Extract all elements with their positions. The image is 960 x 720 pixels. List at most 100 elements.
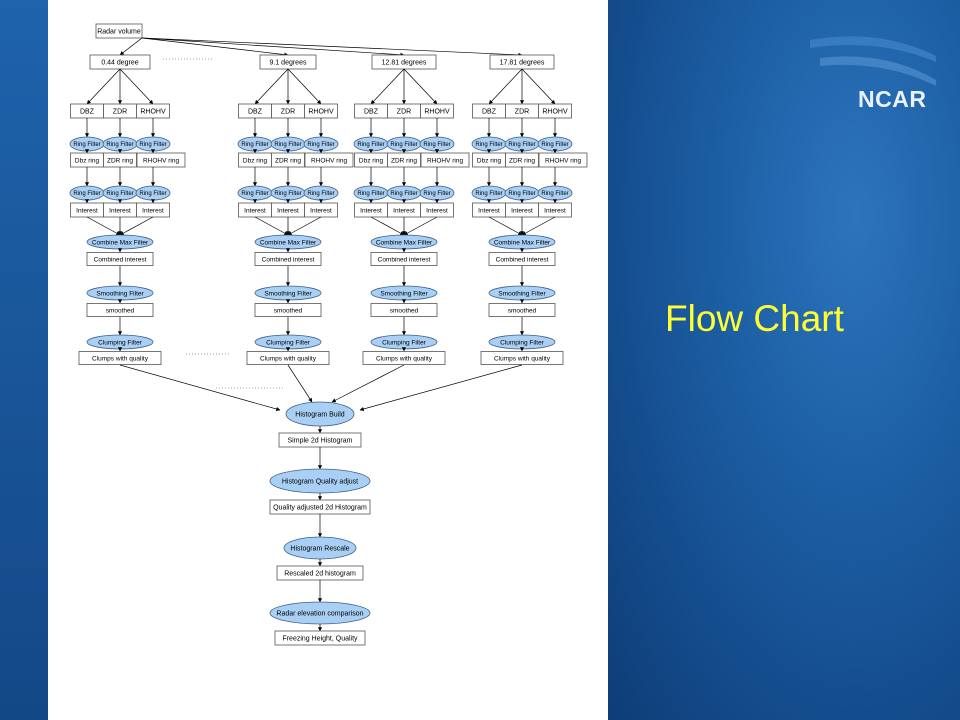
elev-1-smoothed-node-label: smoothed	[274, 307, 303, 314]
elev-0-smoothed-node-label: smoothed	[106, 307, 135, 314]
elev-3-smoothed-node-label: smoothed	[508, 307, 537, 314]
elev-2-clumps-node-label: Clumps with quality	[376, 355, 433, 362]
elev-1-elevation-node-label: 9.1 degrees	[270, 59, 307, 66]
tail-1-output-label: Quality adjusted 2d Histogram	[273, 504, 367, 511]
elev-2-field-0-node-label: DBZ	[364, 108, 379, 115]
edge-clumps-1-histogram	[287, 364, 313, 403]
elev-0-field-2-ring-output-label: RHOHV ring	[143, 157, 180, 164]
elev-0-field-1-ring-output-label: ZDR ring	[107, 157, 133, 164]
elev-2-edge-root	[141, 37, 405, 57]
elev-1-field-1-ring-output-label: ZDR ring	[275, 157, 301, 164]
elev-2-field-2-ring-filter-2-label: Ring Filter	[423, 191, 450, 197]
elev-1-combine-filter-label: Combine Max Filter	[260, 239, 317, 246]
elev-1-field-0-edge-elev	[254, 68, 289, 105]
elev-1-edge-root	[141, 37, 289, 57]
tail-1-process-label: Histogram Quality adjust	[282, 478, 358, 485]
elev-2-field-2-edge-combine	[403, 216, 438, 236]
elev-0-clumps-node-label: Clumps with quality	[92, 355, 149, 362]
elev-0-smoothed-node	[86, 303, 154, 317]
elev-3-field-1-ring-filter-2-label: Ring Filter	[508, 191, 535, 197]
elev-3-field-0-ring-filter-1-label: Ring Filter	[475, 142, 502, 148]
elev-2-field-2-node-label: RHOHV	[424, 108, 450, 115]
tail-0-output-label: Simple 2d Histogram	[288, 437, 353, 444]
elev-3-field-1-node-label: ZDR	[515, 108, 529, 115]
elev-1-field-0-ring-output-label: Dbz ring	[243, 157, 268, 164]
elev-2-combined-interest-node	[370, 252, 438, 266]
elev-2-field-0-ring-filter-2-label: Ring Filter	[357, 191, 384, 197]
edge-clumps-3-histogram	[359, 364, 523, 412]
elev-1-field-0-ring-filter-2-label: Ring Filter	[241, 191, 268, 197]
elev-1-smoothed-node	[254, 303, 322, 317]
ncar-logo: NCAR	[858, 86, 927, 112]
elev-1-field-1-interest-node-label: Interest	[277, 207, 299, 214]
elev-1-clumps-node-label: Clumps with quality	[260, 355, 317, 362]
elev-2-smoothed-node-label: smoothed	[390, 307, 419, 314]
elev-0-combine-filter-label: Combine Max Filter	[92, 239, 149, 246]
elev-3-clumping-filter-label: Clumping Filter	[500, 339, 545, 346]
elev-0-combined-interest-node	[86, 252, 154, 266]
elev-1-field-0-ring-filter-1-label: Ring Filter	[241, 142, 268, 148]
elev-3-combined-interest-node	[488, 252, 556, 266]
elev-1-field-1-node-label: ZDR	[281, 108, 295, 115]
elev-1-field-2-ring-filter-2-label: Ring Filter	[307, 191, 334, 197]
elev-2-elevation-node-label: 12.81 degrees	[382, 59, 427, 66]
elev-2-field-1-ring-filter-2-label: Ring Filter	[390, 191, 417, 197]
elev-0-edge-root	[119, 37, 143, 56]
elev-1-combined-interest-node	[254, 252, 322, 266]
elev-1-field-2-ring-output-label: RHOHV ring	[311, 157, 348, 164]
elev-2-smoothing-filter-label: Smoothing Filter	[380, 290, 428, 297]
elev-3-field-2-edge-elev	[521, 68, 556, 105]
elev-1-field-1-ring-filter-1-label: Ring Filter	[274, 142, 301, 148]
elev-1-field-2-interest-node-label: Interest	[310, 207, 332, 214]
elev-3-combined-interest-node-label: Combined interest	[496, 256, 549, 263]
elev-3-field-1-ring-output-label: ZDR ring	[509, 157, 535, 164]
tail-2-process-label: Histogram Rescale	[290, 545, 349, 552]
elev-0-field-0-ring-filter-2-label: Ring Filter	[73, 191, 100, 197]
elev-3-field-0-node-label: DBZ	[482, 108, 497, 115]
elev-3-field-1-ring-filter-1-label: Ring Filter	[508, 142, 535, 148]
elev-0-field-2-edge-combine	[119, 216, 154, 236]
elev-1-clumps-node	[246, 351, 330, 365]
elev-1-field-2-node-label: RHOHV	[308, 108, 334, 115]
elev-3-field-0-interest-node-label: Interest	[478, 207, 500, 214]
elev-0-clumping-filter-label: Clumping Filter	[98, 339, 143, 346]
elev-3-field-2-ring-output	[538, 152, 588, 168]
elev-1-smoothing-filter-label: Smoothing Filter	[264, 290, 312, 297]
elev-1-field-2-edge-combine	[287, 216, 322, 236]
tail-2-output-label: Rescaled 2d histogram	[284, 570, 356, 577]
radar-volume-node-label: Radar volume	[97, 28, 141, 35]
elev-3-field-2-ring-filter-2-label: Ring Filter	[541, 191, 568, 197]
elev-0-field-1-node-label: ZDR	[113, 108, 127, 115]
elev-3-smoothed-node	[488, 303, 556, 317]
tail-3-process-label: Radar elevation comparison	[276, 610, 363, 617]
edge-clumps-0-histogram	[119, 364, 281, 411]
elev-3-field-2-ring-filter-1-label: Ring Filter	[541, 142, 568, 148]
elev-0-field-0-edge-combine	[86, 216, 121, 236]
elev-0-field-0-interest-node-label: Interest	[76, 207, 98, 214]
elev-0-elevation-node-label: 0.44 degree	[101, 59, 138, 66]
slide-background	[608, 0, 960, 720]
elev-1-field-0-node-label: DBZ	[248, 108, 263, 115]
elev-3-clumps-node	[480, 351, 564, 365]
elev-2-field-2-interest-node-label: Interest	[426, 207, 448, 214]
elev-0-field-2-ring-filter-1-label: Ring Filter	[139, 142, 166, 148]
elev-0-field-0-edge-elev	[86, 68, 121, 105]
elev-2-smoothed-node	[370, 303, 438, 317]
elev-1-field-1-ring-filter-2-label: Ring Filter	[274, 191, 301, 197]
elev-0-field-0-node-label: DBZ	[80, 108, 95, 115]
elev-3-elevation-node-label: 17.81 degrees	[500, 59, 545, 66]
elev-2-combined-interest-node-label: Combined interest	[378, 256, 431, 263]
elev-0-smoothing-filter-label: Smoothing Filter	[96, 290, 144, 297]
radar-volume-node	[95, 23, 143, 39]
elev-2-field-0-ring-filter-1-label: Ring Filter	[357, 142, 384, 148]
elev-1-field-2-edge-elev	[287, 68, 322, 105]
elev-0-field-2-edge-elev	[119, 68, 154, 105]
slide-title: Flow Chart	[665, 298, 844, 339]
elev-3-edge-root	[141, 37, 523, 57]
elev-2-field-2-edge-elev	[403, 68, 438, 105]
elev-1-combined-interest-node-label: Combined interest	[262, 256, 315, 263]
elev-1-field-0-edge-combine	[254, 216, 289, 236]
elev-2-field-1-interest-node-label: Interest	[393, 207, 415, 214]
